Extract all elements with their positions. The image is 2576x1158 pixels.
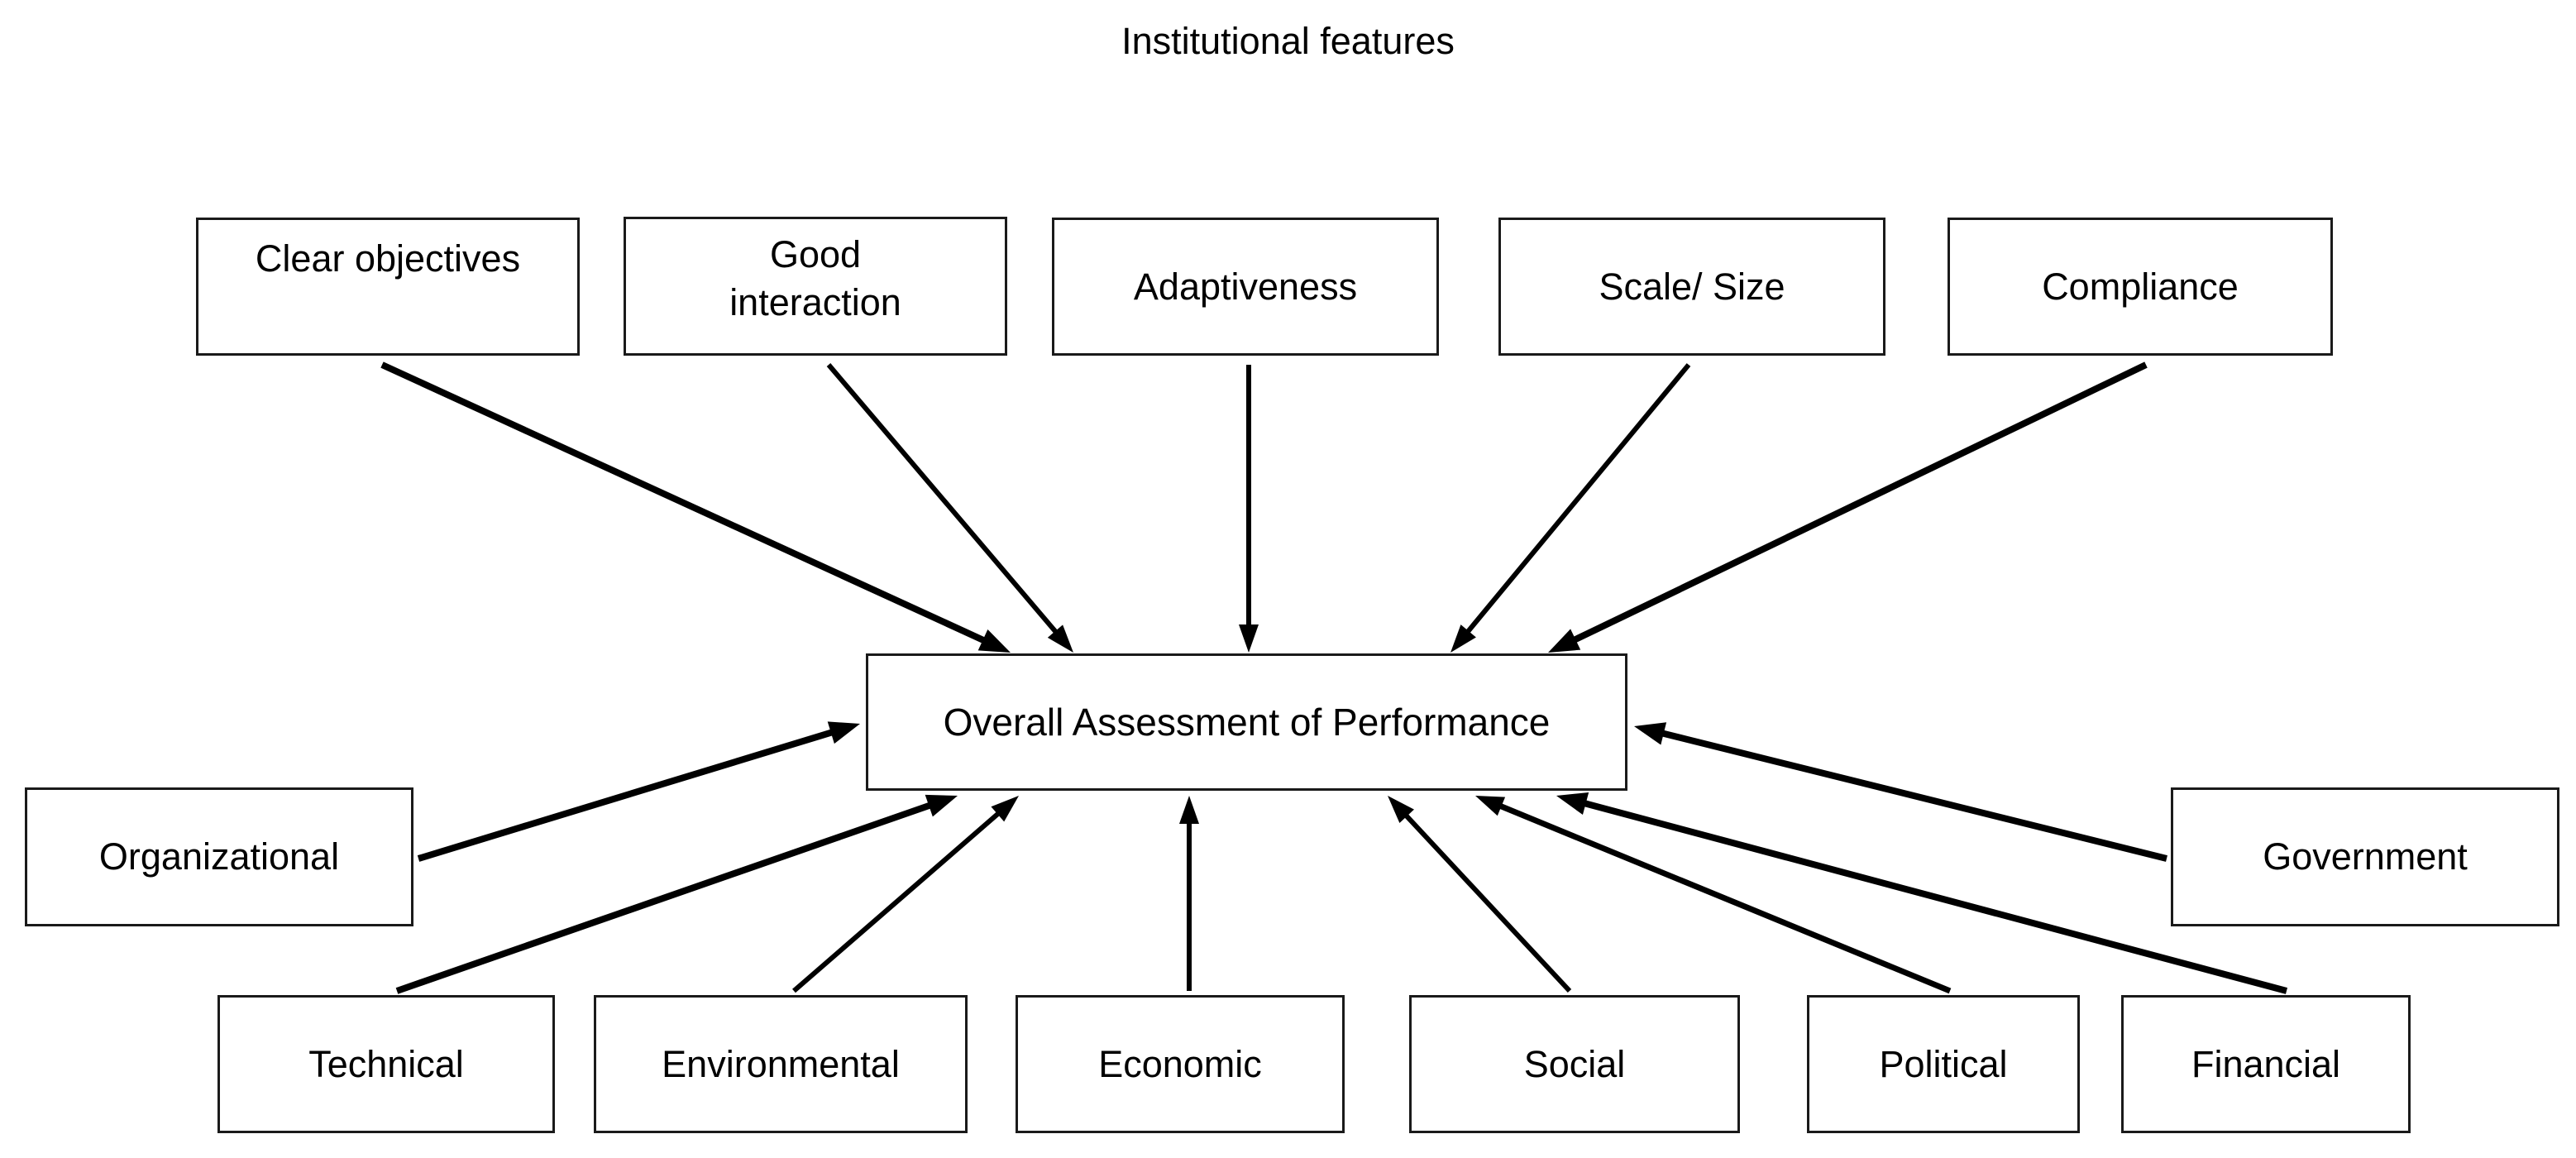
arrow-head — [1634, 722, 1667, 745]
arrow-technical-to-overall-assessment-of-performance — [395, 794, 958, 994]
arrow-head — [1388, 796, 1414, 824]
institutional-feature-scale-size[interactable]: Scale/ Size — [1498, 218, 1885, 356]
node-label: Economic — [1098, 1042, 1262, 1085]
node-label: Adaptiveness — [1133, 265, 1358, 308]
arrow-shaft — [826, 363, 1059, 636]
arrow-head — [925, 794, 958, 817]
node-label: Environmental — [662, 1042, 900, 1085]
institutional-feature-clear-objectives[interactable]: Clear objectives — [196, 218, 580, 356]
node-label: Organizational — [98, 835, 340, 878]
node-label: Compliance — [2042, 265, 2239, 308]
arrow-environmental-to-overall-assessment-of-performance — [792, 796, 1019, 993]
arrow-clear-objectives-to-overall-assessment-of-performance — [380, 361, 1011, 653]
arrow-political-to-overall-assessment-of-performance — [1475, 796, 1952, 994]
arrow-economic-to-overall-assessment-of-performance — [1179, 796, 1199, 991]
arrow-shaft — [395, 802, 934, 994]
arrow-shaft — [1464, 363, 1691, 635]
institutional-feature-compliance[interactable]: Compliance — [1948, 218, 2333, 356]
side-factor-organizational[interactable]: Organizational — [25, 787, 413, 926]
arrow-head — [1475, 796, 1506, 816]
node-label: Financial — [2191, 1042, 2341, 1085]
side-factor-government[interactable]: Government — [2171, 787, 2559, 926]
arrow-head — [977, 629, 1011, 653]
performance-factor-environmental[interactable]: Environmental — [594, 995, 968, 1133]
institutional-feature-good-interaction[interactable]: Good interaction — [624, 217, 1007, 356]
arrow-shaft — [1581, 799, 2288, 994]
arrow-shaft — [792, 810, 1002, 993]
page-title: Institutional features — [1121, 20, 1455, 62]
performance-factor-financial[interactable]: Financial — [2121, 995, 2411, 1133]
arrow-good-interaction-to-overall-assessment-of-performance — [826, 363, 1073, 653]
arrow-adaptiveness-to-overall-assessment-of-performance — [1239, 365, 1259, 653]
arrow-head — [1179, 796, 1199, 824]
center-node-overall-assessment-of-performance[interactable]: Overall Assessment of Performance — [866, 653, 1627, 791]
arrow-government-to-overall-assessment-of-performance — [1634, 722, 2167, 862]
node-label: Overall Assessment of Performance — [943, 700, 1551, 744]
performance-factor-social[interactable]: Social — [1409, 995, 1740, 1133]
arrow-head — [1548, 629, 1581, 653]
performance-factor-political[interactable]: Political — [1807, 995, 2080, 1133]
node-label: Scale/ Size — [1599, 265, 1785, 308]
node-label: Political — [1879, 1042, 2008, 1085]
arrow-scale-size-to-overall-assessment-of-performance — [1450, 363, 1691, 653]
arrow-financial-to-overall-assessment-of-performance — [1556, 792, 2288, 994]
arrow-organizational-to-overall-assessment-of-performance — [417, 721, 860, 862]
arrow-shaft — [1497, 802, 1952, 994]
performance-factor-technical[interactable]: Technical — [217, 995, 555, 1133]
arrow-shaft — [380, 361, 987, 644]
arrow-shaft — [1659, 730, 2167, 862]
node-label: Government — [2263, 835, 2468, 878]
arrow-shaft — [1403, 811, 1572, 993]
institutional-feature-adaptiveness[interactable]: Adaptiveness — [1052, 218, 1439, 356]
node-label: Social — [1523, 1042, 1626, 1085]
arrow-shaft — [1570, 361, 2148, 644]
node-label: Technical — [308, 1042, 464, 1085]
arrow-compliance-to-overall-assessment-of-performance — [1548, 361, 2148, 653]
arrow-head — [827, 721, 860, 744]
node-label: Good interaction — [729, 233, 901, 323]
arrow-head — [1047, 624, 1073, 653]
arrow-shaft — [417, 728, 835, 862]
arrow-head — [1239, 624, 1259, 653]
arrows-group — [380, 361, 2288, 994]
performance-factor-economic[interactable]: Economic — [1016, 995, 1345, 1133]
arrow-head — [991, 796, 1019, 822]
node-label: Clear objectives — [255, 237, 521, 280]
arrow-head — [1450, 624, 1476, 653]
arrow-head — [1556, 792, 1589, 816]
arrow-social-to-overall-assessment-of-performance — [1388, 796, 1572, 993]
